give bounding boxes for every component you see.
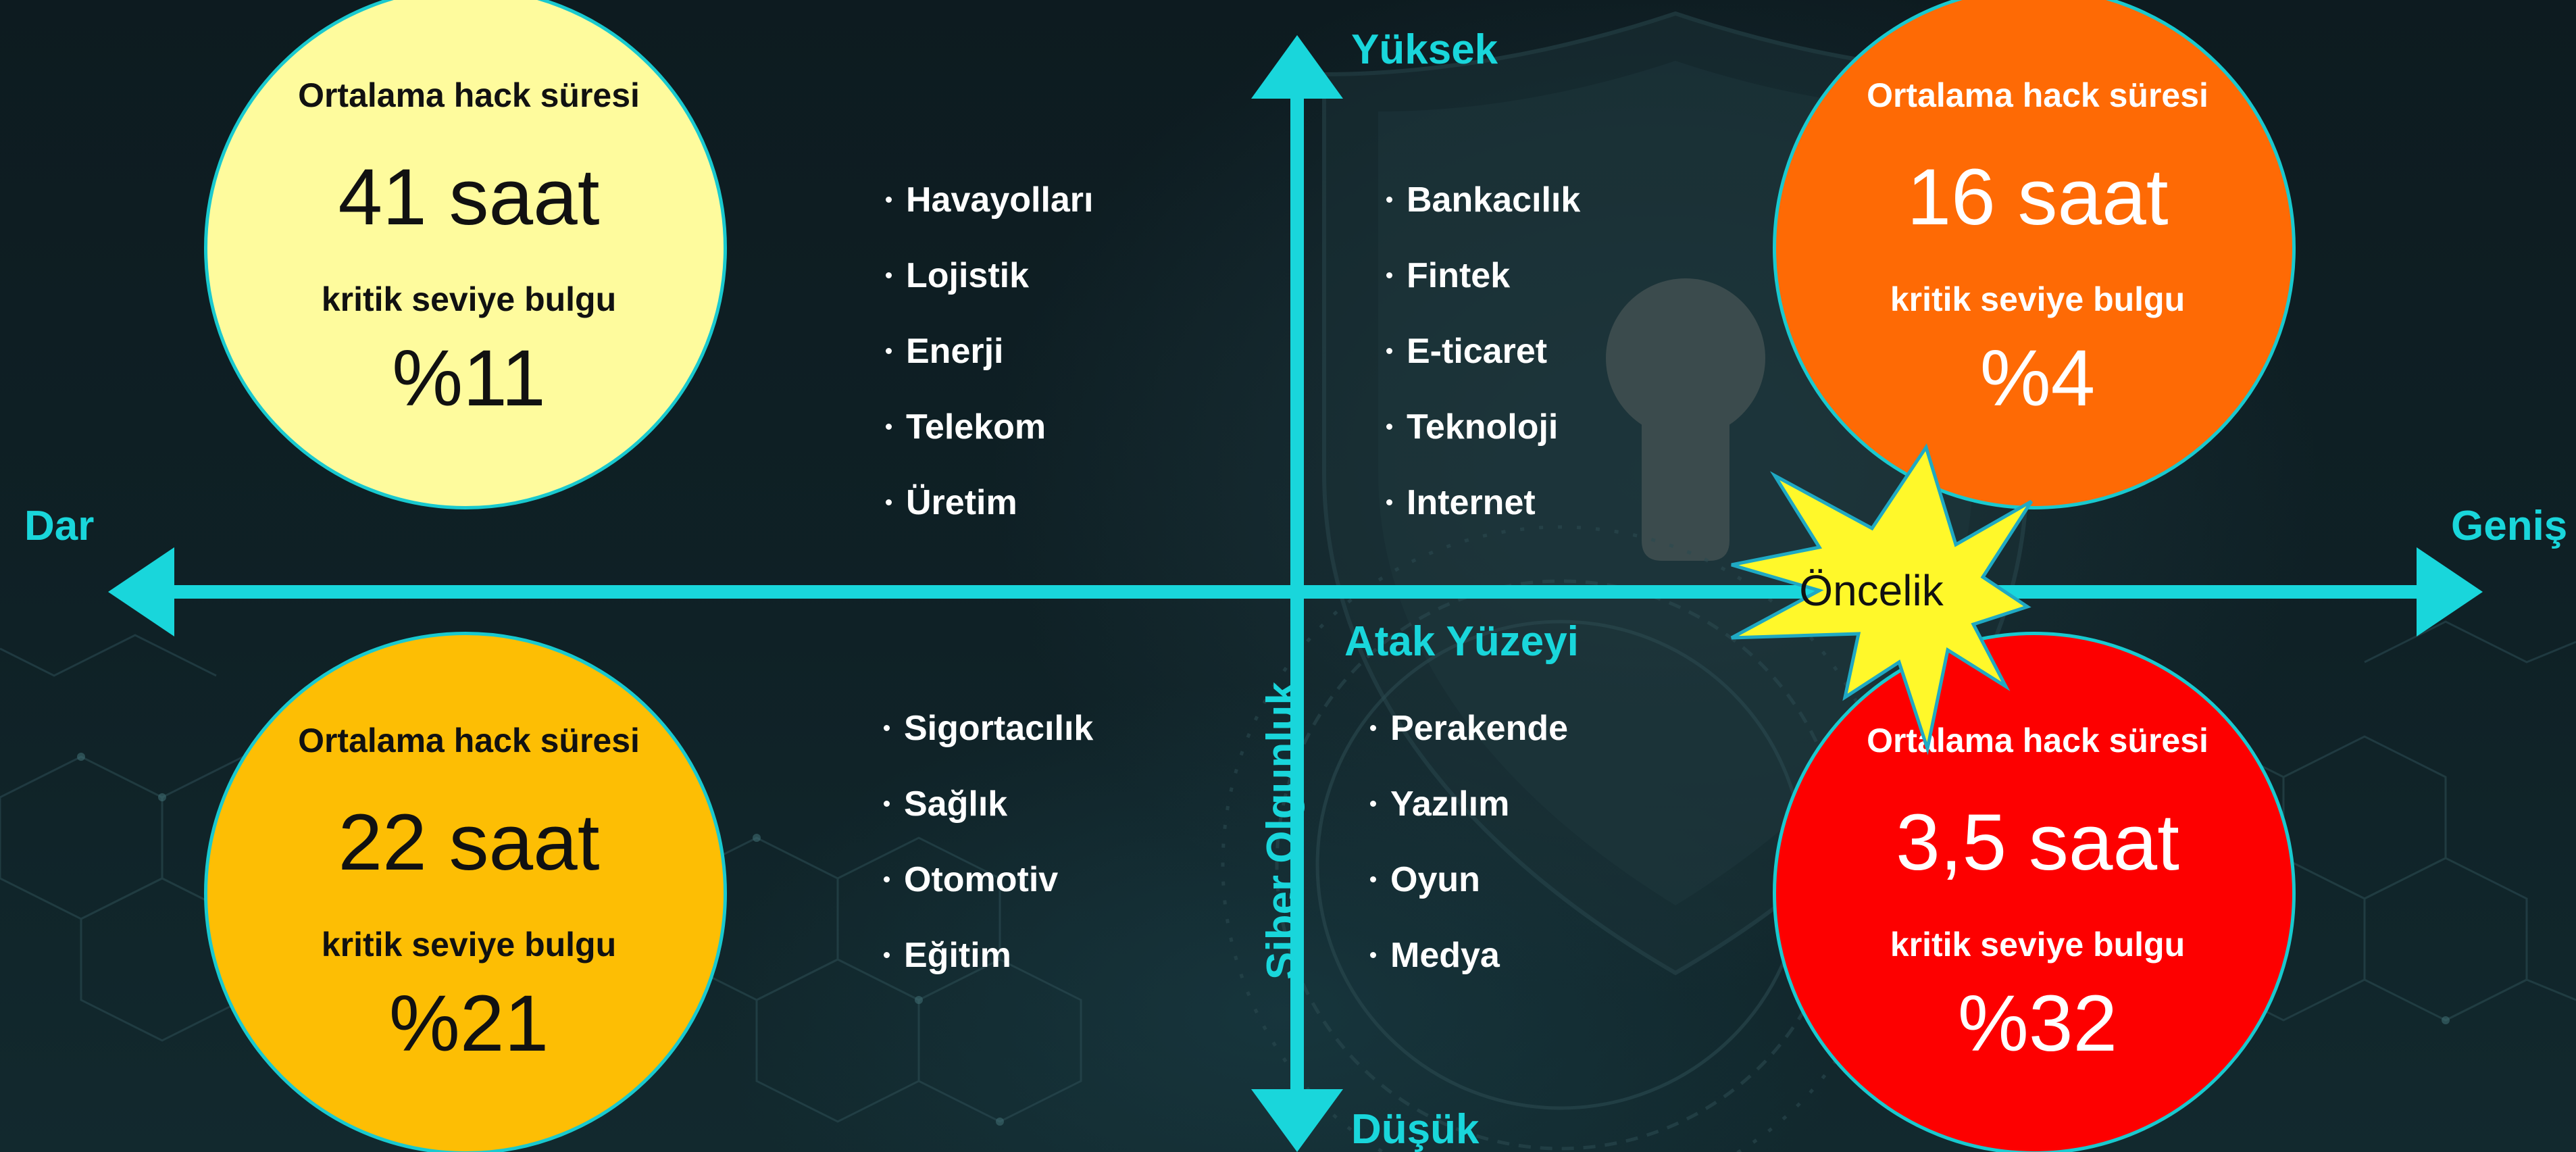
sector-item: Perakende [1369, 707, 1568, 782]
hex-network [0, 620, 2576, 1123]
critical-finding-label: kritik seviye bulgu [321, 280, 617, 318]
hack-time-value: 3,5 saat [1896, 798, 2179, 887]
sector-list-top-right: Bankacılık Fintek E-ticaret Teknoloji In… [1386, 178, 1580, 557]
critical-finding-value: %11 [392, 334, 546, 423]
starburst-icon [1730, 443, 2034, 755]
critical-finding-label: kritik seviye bulgu [321, 926, 617, 963]
x-axis-title: Atak Yüzeyi [1344, 618, 1579, 665]
critical-finding-value: %32 [1957, 979, 2118, 1068]
x-axis-arrow-right [2417, 547, 2483, 636]
stat-circle-top-right: Ortalama hack süresi 16 saat kritik sevi… [1773, 0, 2296, 509]
critical-finding-value: %4 [1979, 334, 2096, 423]
sector-item: Fintek [1386, 254, 1580, 330]
sector-list-bottom-right: Perakende Yazılım Oyun Medya [1369, 707, 1568, 1009]
sector-item: Internet [1386, 481, 1580, 557]
critical-finding-label: kritik seviye bulgu [1890, 926, 2186, 963]
y-axis-arrow-top [1251, 35, 1343, 99]
hack-time-label: Ortalama hack süresi [1867, 76, 2208, 114]
sector-item: Otomotiv [883, 858, 1093, 934]
critical-finding-value: %21 [388, 979, 549, 1068]
stat-circle-bottom-right: Ortalama hack süresi 3,5 saat kritik sev… [1773, 632, 2296, 1152]
priority-badge-label: Öncelik [1799, 566, 1944, 615]
sector-list-top-left: Havayolları Lojistik Enerji Telekom Üret… [886, 178, 1094, 557]
sector-item: Eğitim [883, 934, 1093, 1009]
y-axis-high-label: Yüksek [1351, 26, 1498, 73]
x-axis-wide-label: Geniş [2451, 503, 2568, 549]
sector-item: E-ticaret [1386, 330, 1580, 405]
sector-item: Lojistik [886, 254, 1094, 330]
hack-time-value: 41 saat [338, 153, 600, 242]
stat-circle-top-left: Ortalama hack süresi 41 saat kritik sevi… [204, 0, 727, 509]
stat-circle-bottom-left: Ortalama hack süresi 22 saat kritik sevi… [204, 632, 727, 1152]
sector-list-bottom-left: Sigortacılık Sağlık Otomotiv Eğitim [883, 707, 1093, 1009]
hack-time-label: Ortalama hack süresi [298, 722, 640, 759]
sector-item: Yazılım [1369, 782, 1568, 858]
x-axis-narrow-label: Dar [24, 503, 95, 549]
hack-time-label: Ortalama hack süresi [298, 76, 640, 114]
sector-item: Sigortacılık [883, 707, 1093, 782]
keyhole-icon [1606, 278, 1765, 561]
x-axis-arrow-left [108, 547, 174, 636]
sector-item: Teknoloji [1386, 405, 1580, 481]
sector-item: Medya [1369, 934, 1568, 1009]
hack-time-value: 22 saat [338, 798, 600, 887]
sector-item: Oyun [1369, 858, 1568, 934]
sector-item: Üretim [886, 481, 1094, 557]
sector-item: Sağlık [883, 782, 1093, 858]
y-axis-low-label: Düşük [1351, 1106, 1480, 1152]
critical-finding-label: kritik seviye bulgu [1890, 280, 2186, 318]
sector-item: Enerji [886, 330, 1094, 405]
hack-time-value: 16 saat [1906, 153, 2169, 242]
sector-item: Telekom [886, 405, 1094, 481]
y-axis-line [1290, 88, 1304, 1095]
sector-item: Bankacılık [1386, 178, 1580, 254]
sector-item: Havayolları [886, 178, 1094, 254]
y-axis-arrow-bottom [1251, 1089, 1343, 1152]
